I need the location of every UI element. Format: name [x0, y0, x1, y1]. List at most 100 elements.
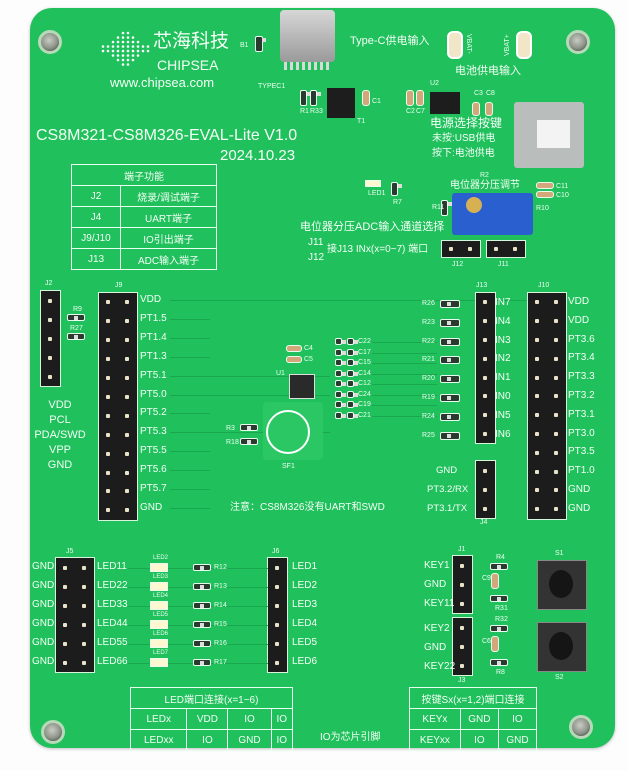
header-pin[interactable]	[554, 469, 558, 474]
header-pin[interactable]	[125, 300, 129, 305]
header-pin[interactable]	[535, 469, 539, 474]
header-pin[interactable]	[125, 338, 129, 343]
header-pin[interactable]	[535, 488, 539, 493]
s2-push-button[interactable]	[549, 632, 573, 660]
header-pin[interactable]	[82, 641, 86, 646]
header-pin[interactable]	[48, 336, 52, 341]
header-pin[interactable]	[106, 376, 110, 381]
header-pin[interactable]	[275, 603, 279, 608]
header-pin[interactable]	[554, 356, 558, 361]
header-pin[interactable]	[535, 450, 539, 455]
header-pin[interactable]	[275, 641, 279, 646]
header-pin[interactable]	[554, 450, 558, 455]
header-pin[interactable]	[460, 601, 464, 606]
header-pin[interactable]	[125, 508, 129, 513]
header-pin[interactable]	[535, 413, 539, 418]
header-pin[interactable]	[48, 317, 52, 322]
header-pin[interactable]	[125, 357, 129, 362]
header-pin[interactable]	[125, 451, 129, 456]
header-pin[interactable]	[63, 641, 67, 646]
header-pin[interactable]	[483, 394, 487, 399]
header-pin[interactable]	[535, 356, 539, 361]
mounting-hole	[41, 720, 65, 744]
header-pin[interactable]	[483, 506, 487, 511]
header-pin[interactable]	[460, 582, 464, 587]
header-pin[interactable]	[554, 319, 558, 324]
header-pin[interactable]	[63, 603, 67, 608]
header-pin[interactable]	[82, 584, 86, 589]
header-pin[interactable]	[554, 300, 558, 305]
header-pin[interactable]	[82, 660, 86, 665]
header-pin[interactable]	[106, 413, 110, 418]
header-pin[interactable]	[483, 375, 487, 380]
header-pin[interactable]	[48, 355, 52, 360]
header-pin[interactable]	[63, 584, 67, 589]
header-pin[interactable]	[483, 432, 487, 436]
header-pin[interactable]	[460, 625, 464, 630]
header-pin[interactable]	[106, 357, 110, 362]
header-pin[interactable]	[513, 247, 517, 251]
header-pin[interactable]	[125, 376, 129, 381]
header-pin[interactable]	[554, 375, 558, 380]
header-pin[interactable]	[460, 563, 464, 568]
header-pin[interactable]	[63, 622, 67, 627]
header-pin[interactable]	[106, 508, 110, 513]
header-pin[interactable]	[106, 338, 110, 343]
header-pin[interactable]	[554, 338, 558, 342]
buzzer-sf1[interactable]	[266, 410, 310, 454]
header-pin[interactable]	[535, 338, 539, 342]
header-pin[interactable]	[63, 565, 67, 570]
header-pin[interactable]	[106, 319, 110, 324]
header-pin[interactable]	[275, 565, 279, 570]
header-pin[interactable]	[554, 507, 558, 512]
header-pin[interactable]	[106, 451, 110, 456]
header-pin[interactable]	[468, 247, 472, 251]
header-pin[interactable]	[106, 394, 110, 399]
header-pin[interactable]	[535, 300, 539, 305]
header-pin[interactable]	[554, 413, 558, 418]
header-pin[interactable]	[554, 394, 558, 399]
potentiometer[interactable]	[452, 193, 533, 235]
header-pin[interactable]	[483, 300, 487, 305]
header-pin[interactable]	[483, 338, 487, 342]
header-pin[interactable]	[449, 247, 453, 251]
header-pin[interactable]	[82, 622, 86, 627]
header-pin[interactable]	[275, 622, 279, 627]
header-pin[interactable]	[82, 565, 86, 570]
s1-push-button[interactable]	[549, 570, 573, 598]
header-pin[interactable]	[106, 489, 110, 494]
header-pin[interactable]	[275, 660, 279, 665]
header-pin[interactable]	[106, 300, 110, 305]
header-pin[interactable]	[483, 356, 487, 361]
header-pin[interactable]	[125, 489, 129, 494]
header-pin[interactable]	[483, 413, 487, 418]
header-pin[interactable]	[125, 432, 129, 437]
header-pin[interactable]	[554, 488, 558, 493]
header-pin[interactable]	[48, 374, 52, 379]
header-pin[interactable]	[535, 394, 539, 399]
header-pin[interactable]	[535, 319, 539, 324]
header-pin[interactable]	[535, 507, 539, 512]
header-pin[interactable]	[483, 319, 487, 324]
header-pin[interactable]	[82, 603, 86, 608]
header-pin[interactable]	[460, 644, 464, 649]
header-pin[interactable]	[535, 432, 539, 436]
header-pin[interactable]	[483, 468, 487, 473]
header-pin[interactable]	[535, 375, 539, 380]
header-pin[interactable]	[125, 413, 129, 418]
header-pin[interactable]	[483, 487, 487, 492]
header-pin[interactable]	[554, 432, 558, 436]
power-select-button[interactable]	[537, 120, 570, 148]
header-pin[interactable]	[125, 470, 129, 475]
header-pin[interactable]	[63, 660, 67, 665]
header-pin[interactable]	[275, 584, 279, 589]
header-pin[interactable]	[48, 298, 52, 303]
potentiometer-knob[interactable]	[466, 197, 482, 213]
header-pin[interactable]	[494, 247, 498, 251]
header-pin[interactable]	[106, 470, 110, 475]
j3-key-label: KEY2	[424, 623, 450, 634]
header-pin[interactable]	[460, 663, 464, 668]
header-pin[interactable]	[125, 319, 129, 324]
header-pin[interactable]	[125, 394, 129, 399]
header-pin[interactable]	[106, 432, 110, 437]
